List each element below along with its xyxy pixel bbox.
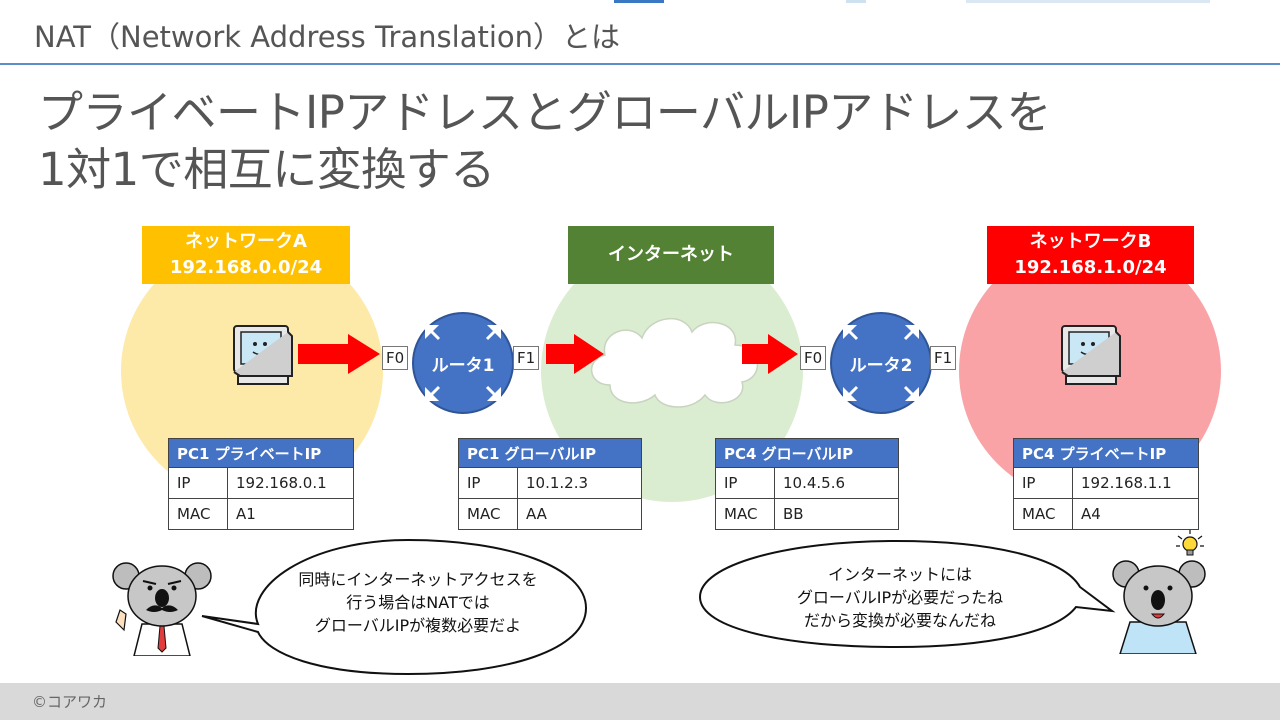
router-icon (412, 312, 514, 414)
ip-value: 10.1.2.3 (517, 467, 642, 499)
left-bubble-line-1: 同時にインターネットアクセスを (298, 570, 538, 589)
ip-label: IP (168, 467, 228, 499)
header-title: NAT（Network Address Translation）とは (34, 20, 621, 54)
table-title: PC1 プライベートIP (168, 438, 354, 468)
top-accent-bar (966, 0, 1210, 3)
internet-name: インターネット (608, 244, 734, 265)
mac-value: AA (517, 498, 642, 530)
top-accent-bar (846, 0, 866, 3)
router-1-name: ルータ1 (431, 355, 495, 376)
left-bubble-line-3: グローバルIPが複数必要だよ (314, 616, 522, 635)
router-1-port-f0: F0 (382, 346, 409, 370)
table-title: PC4 プライベートIP (1013, 438, 1199, 468)
router-2-port-f1: F1 (930, 346, 957, 370)
main-title-line-1: プライベートIPアドレスとグローバルIPアドレスを (38, 86, 1051, 139)
left-speech-bubble (201, 538, 588, 676)
right-bubble-line-2: グローバルIPが必要だったね (796, 588, 1004, 607)
network-a-subnet: 192.168.0.0/24 (169, 257, 323, 278)
mac-value: A1 (227, 498, 354, 530)
table-title: PC1 グローバルIP (458, 438, 642, 468)
internet-cloud-icon (590, 317, 758, 408)
right-bubble-line-1: インターネットには (827, 565, 972, 584)
flow-arrow-icon (546, 334, 604, 374)
internet-label: インターネット (568, 226, 774, 284)
ip-label: IP (458, 467, 518, 499)
right-bubble-text: インターネットには グローバルIPが必要だったね だから変換が必要なんだね (740, 563, 1060, 632)
ip-value: 192.168.1.1 (1072, 467, 1199, 499)
mac-label: MAC (458, 498, 518, 530)
top-accent-bar (614, 0, 664, 3)
ip-label: IP (715, 467, 775, 499)
koala-student-icon (1112, 530, 1206, 654)
right-speech-bubble (698, 539, 1116, 649)
copyright-text: ©コアワカ (32, 693, 108, 711)
router-1: ルータ1 (411, 311, 515, 415)
mac-value: A4 (1072, 498, 1199, 530)
router-1-port-f1: F1 (513, 346, 540, 370)
ip-value: 192.168.0.1 (227, 467, 354, 499)
network-a-name: ネットワークA (185, 231, 307, 252)
left-bubble-line-2: 行う場合はNATでは (346, 593, 490, 612)
right-bubble-line-3: だから変換が必要なんだね (803, 611, 996, 630)
mac-label: MAC (168, 498, 228, 530)
network-b-label: ネットワークB 192.168.1.0/24 (987, 226, 1194, 284)
lightbulb-icon (1176, 530, 1204, 556)
header-divider (0, 63, 1280, 65)
pc1-computer-icon (233, 325, 293, 385)
left-bubble-text: 同時にインターネットアクセスを 行う場合はNATでは グローバルIPが複数必要だ… (268, 568, 568, 637)
footer-bar: ©コアワカ (0, 683, 1280, 720)
mac-label: MAC (715, 498, 775, 530)
router-2-name: ルータ2 (849, 355, 913, 376)
router-2-port-f0: F0 (800, 346, 827, 370)
main-title: プライベートIPアドレスとグローバルIPアドレスを 1対1で相互に変換する (38, 84, 1051, 198)
mac-value: BB (774, 498, 899, 530)
mac-label: MAC (1013, 498, 1073, 530)
koala-teacher-icon (112, 562, 212, 656)
flow-arrow-icon (742, 334, 798, 374)
network-b-name: ネットワークB (1029, 231, 1152, 252)
table-title: PC4 グローバルIP (715, 438, 899, 468)
flow-arrow-icon (298, 334, 380, 374)
ip-label: IP (1013, 467, 1073, 499)
network-b-subnet: 192.168.1.0/24 (1014, 257, 1167, 278)
ip-value: 10.4.5.6 (774, 467, 899, 499)
router-2: ルータ2 (829, 311, 933, 415)
main-title-line-2: 1対1で相互に変換する (38, 143, 495, 196)
network-a-label: ネットワークA 192.168.0.0/24 (142, 226, 350, 284)
pc4-computer-icon (1061, 325, 1121, 385)
